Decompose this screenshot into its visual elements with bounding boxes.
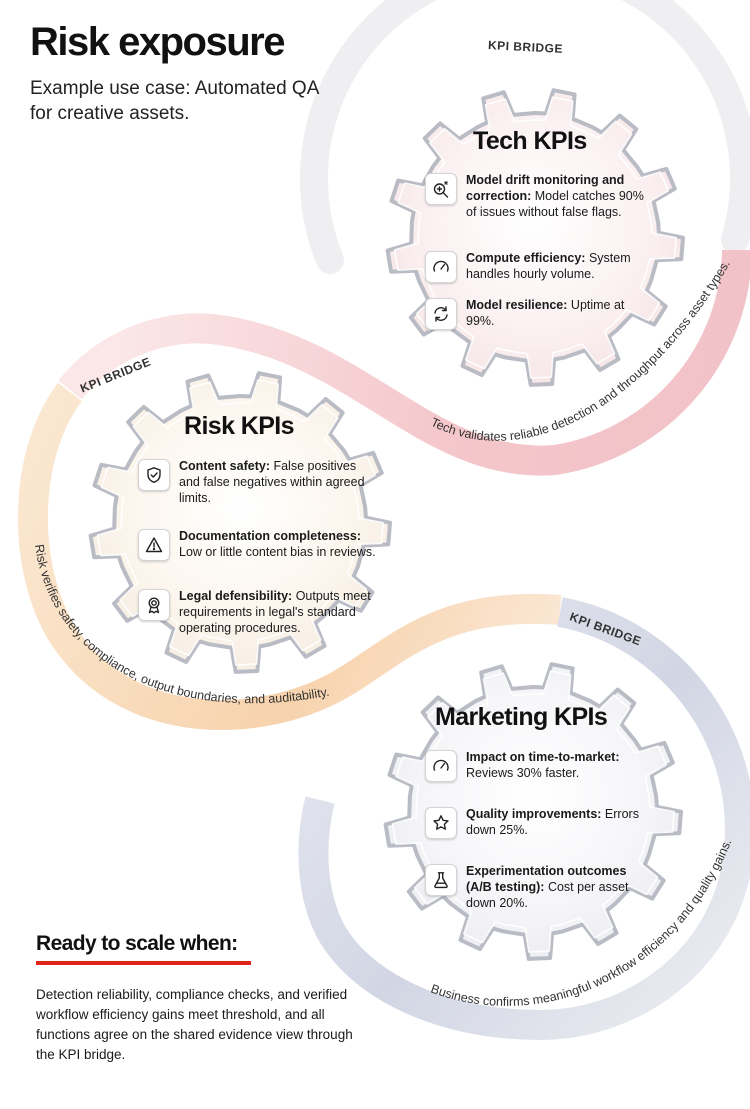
- gauge-icon: [425, 251, 457, 283]
- marketing-kpi-time-to-market-text: Reviews 30% faster.: [466, 766, 580, 780]
- ready-to-scale-text: Detection reliability, compliance checks…: [36, 987, 353, 1062]
- tech-kpi-drift-label: Model drift monitoring and correction:: [466, 173, 625, 203]
- flask-icon: [425, 864, 457, 896]
- award-ribbon-icon: [138, 589, 170, 621]
- page-subtitle: Example use case: Automated QA for creat…: [30, 78, 319, 124]
- risk-kpi-content-safety-text: False positives and false negatives with…: [179, 459, 365, 505]
- marketing-kpi-quality-label: Quality improvements:: [466, 807, 602, 821]
- tech-kpi-resilience-text: Uptime at 99%.: [466, 298, 625, 328]
- tech-bridge-band: [58, 249, 750, 476]
- risk-kpi-documentation: Documentation completeness: Low or littl…: [138, 528, 383, 561]
- risk-kpi-legal: Legal defensibility: Outputs meet requir…: [138, 588, 378, 636]
- marketing-kpi-experimentation: Experimentation outcomes (A/B testing): …: [425, 863, 645, 911]
- refresh-icon: [425, 298, 457, 330]
- tech-gear-title: Tech KPIs: [473, 127, 587, 155]
- risk-gear-title: Risk KPIs: [184, 412, 295, 440]
- tech-kpi-drift-text: Model catches 90% of issues without fals…: [466, 189, 644, 219]
- gauge-icon: [425, 750, 457, 782]
- tech-kpi-compute-text: System handles hourly volume.: [466, 251, 631, 281]
- tech-kpi-resilience-label: Model resilience:: [466, 298, 568, 312]
- ready-to-scale-heading: Ready to scale when:: [36, 932, 238, 955]
- tech-kpi-drift: Model drift monitoring and correction: M…: [425, 172, 645, 220]
- risk-kpi-documentation-label: Documentation completeness:: [179, 529, 361, 543]
- marketing-kpi-time-to-market-label: Impact on time-to-market:: [466, 750, 620, 764]
- warning-icon: [138, 529, 170, 561]
- marketing-kpi-quality-text: Errors down 25%.: [466, 807, 639, 837]
- marketing-gear-title: Marketing KPIs: [435, 703, 608, 731]
- star-icon: [425, 807, 457, 839]
- risk-kpi-content-safety-label: Content safety:: [179, 459, 270, 473]
- page-title: Risk exposure: [30, 20, 285, 64]
- marketing-kpi-experimentation-label: Experimentation outcomes (A/B testing):: [466, 864, 627, 894]
- ready-to-scale-underline: [36, 961, 251, 965]
- drift-wand-icon: [425, 173, 457, 205]
- marketing-kpi-experimentation-text: Cost per asset down 20%.: [466, 880, 629, 910]
- risk-kpi-documentation-text: Low or little content bias in reviews.: [179, 545, 376, 559]
- risk-kpi-legal-label: Legal defensibility:: [179, 589, 293, 603]
- risk-kpi-content-safety: Content safety: False positives and fals…: [138, 458, 378, 506]
- tech-kpi-resilience: Model resilience: Uptime at 99%.: [425, 297, 640, 330]
- risk-kpi-legal-text: Outputs meet requirements in legal's sta…: [179, 589, 371, 635]
- shield-check-icon: [138, 459, 170, 491]
- business-bridge-band: [298, 597, 750, 1041]
- marketing-kpi-quality: Quality improvements: Errors down 25%.: [425, 806, 645, 839]
- marketing-kpi-time-to-market: Impact on time-to-market: Reviews 30% fa…: [425, 749, 645, 782]
- grey-bridge-band: [299, 0, 750, 274]
- tech-kpi-compute: Compute efficiency: System handles hourl…: [425, 250, 640, 283]
- risk-bridge-band: [17, 382, 562, 730]
- tech-kpi-compute-label: Compute efficiency:: [466, 251, 586, 265]
